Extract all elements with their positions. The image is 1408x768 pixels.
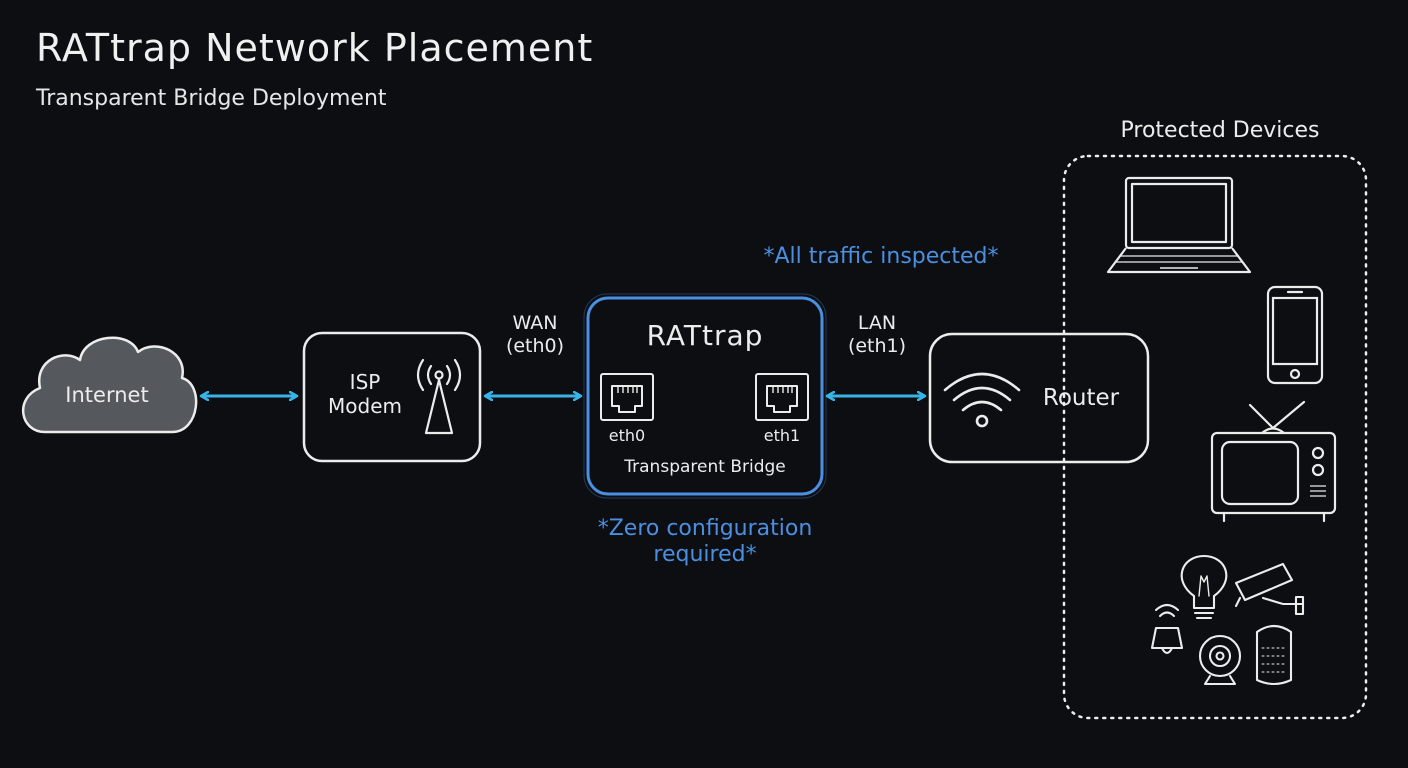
lan-label-line1: LAN xyxy=(857,312,897,334)
smart-speaker-icon xyxy=(1255,624,1293,686)
rattrap-title: RATtrap xyxy=(646,319,764,352)
smart-home-icon xyxy=(1150,554,1305,686)
router-box xyxy=(928,332,1150,464)
protected-devices-label: Protected Devices xyxy=(1120,118,1320,143)
rattrap-port-left-label: eth0 xyxy=(608,426,646,445)
isp-modem-box xyxy=(302,331,482,463)
security-camera-icon xyxy=(1234,562,1305,616)
wan-label-line2: (eth0) xyxy=(505,334,565,357)
zero-config-note-line1: *Zero configuration xyxy=(597,516,813,541)
isp-modem-label-line2: Modem xyxy=(328,394,402,418)
wifi-icon xyxy=(943,372,1021,428)
ethernet-port-icon xyxy=(755,373,809,421)
wan-label-line1: WAN xyxy=(512,312,558,334)
rattrap-caption: Transparent Bridge xyxy=(624,457,786,477)
diagram-subtitle: Transparent Bridge Deployment xyxy=(36,86,387,111)
wan-label: WAN (eth0) xyxy=(490,312,580,358)
ethernet-port-icon xyxy=(600,373,654,421)
laptop-icon xyxy=(1106,176,1252,274)
traffic-inspected-note: *All traffic inspected* xyxy=(763,244,999,269)
protected-devices-box xyxy=(1062,154,1368,720)
internet-label: Internet xyxy=(65,383,149,407)
isp-modem-label-line1: ISP xyxy=(349,370,381,394)
internet-cloud-icon xyxy=(22,336,198,434)
antenna-icon xyxy=(416,358,462,435)
rattrap-box xyxy=(586,296,824,496)
lan-label-line2: (eth1) xyxy=(847,334,907,357)
isp-modem-label: ISP Modem xyxy=(322,370,408,418)
diagram-title: RATtrap Network Placement xyxy=(36,26,594,70)
tv-icon xyxy=(1210,400,1337,523)
lightbulb-icon xyxy=(1180,554,1228,620)
router-label: Router xyxy=(1042,385,1120,411)
zero-config-note: *Zero configuration required* xyxy=(560,516,850,569)
lan-label: LAN (eth1) xyxy=(832,312,922,358)
webcam-icon xyxy=(1198,634,1242,686)
doorbell-icon xyxy=(1150,603,1184,655)
rattrap-port-right-label: eth1 xyxy=(763,426,801,445)
zero-config-note-line2: required* xyxy=(653,542,757,568)
smartphone-icon xyxy=(1266,285,1324,385)
